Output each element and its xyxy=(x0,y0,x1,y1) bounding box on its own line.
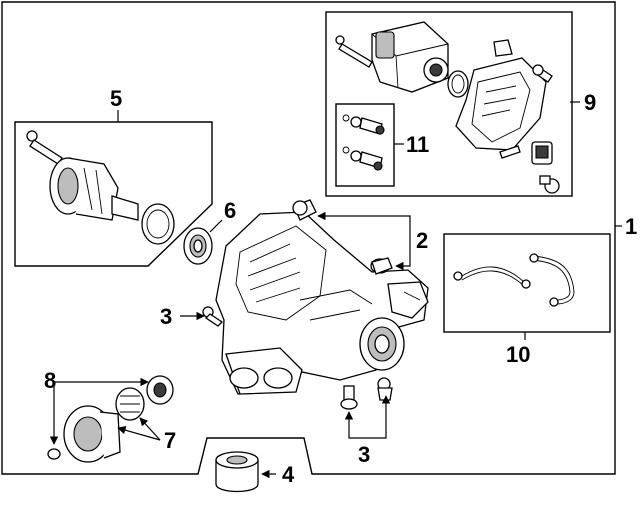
callout-10: 10 xyxy=(506,342,530,367)
sensor-group-box xyxy=(335,103,395,187)
callout-8: 8 xyxy=(44,368,56,393)
valve-bolt xyxy=(532,64,553,83)
output-washer xyxy=(47,448,61,460)
pinion-group-box xyxy=(14,121,213,267)
breather-cap xyxy=(292,199,317,221)
callout-7: 7 xyxy=(164,428,176,453)
callout-2: 2 xyxy=(416,228,428,253)
pinion-bolt xyxy=(26,130,63,165)
assembly-frame xyxy=(1,1,616,475)
pinion-seal xyxy=(183,227,213,265)
actuator-group-box xyxy=(325,11,573,197)
callout-4: 4 xyxy=(282,462,295,487)
callout-6: 6 xyxy=(224,198,236,223)
pressure-switch xyxy=(531,141,553,165)
sensor-upper xyxy=(342,114,385,135)
callout-9: 9 xyxy=(584,90,596,115)
motor-seal-ring xyxy=(447,70,469,98)
callout-5: 5 xyxy=(110,86,122,111)
side-bolt xyxy=(202,306,224,327)
callout-3-left: 3 xyxy=(160,304,172,329)
actuator-motor xyxy=(371,21,449,93)
output-seal xyxy=(146,375,174,405)
output-boot xyxy=(115,387,145,421)
drain-plug-right xyxy=(377,377,393,401)
drain-plug-left xyxy=(340,385,358,410)
actuator-valve-body xyxy=(455,39,547,151)
actuator-bolt xyxy=(335,35,373,68)
differential-housing xyxy=(215,211,429,395)
mount-bushing xyxy=(215,451,259,493)
pipe-fitting xyxy=(499,145,521,159)
vent-hose xyxy=(453,253,575,307)
sensor-lower xyxy=(342,146,383,171)
output-flange xyxy=(63,405,121,463)
box-drain-bolt xyxy=(539,175,560,194)
callout-11: 11 xyxy=(406,132,429,157)
callout-3-bottom: 3 xyxy=(358,442,370,467)
pinion-flange xyxy=(49,157,139,221)
hose-group-box xyxy=(443,233,611,333)
callout-1: 1 xyxy=(625,214,637,239)
